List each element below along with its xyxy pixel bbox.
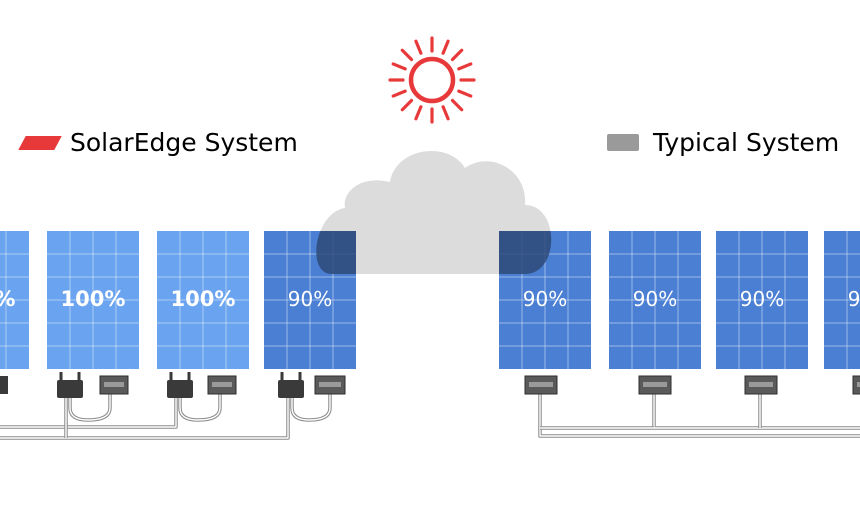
typical-junction-box-1 <box>524 375 558 395</box>
panel-output-label: 90% <box>740 287 784 311</box>
solaredge-junction-box-4 <box>314 375 346 395</box>
solaredge-string-wire-core <box>0 398 177 428</box>
sun-ray <box>441 39 450 55</box>
solaredge-panel-2: 100% <box>47 231 139 369</box>
sun-ray <box>400 48 414 62</box>
typical-panel-4: 90% <box>824 231 860 369</box>
junction-box-label <box>212 382 232 387</box>
sun-ray <box>400 98 414 112</box>
typical-junction-box-2 <box>638 375 672 395</box>
panel-output-label: 100% <box>171 287 236 311</box>
typical-panel-3: 90% <box>716 231 808 369</box>
panel-output-label: 90% <box>633 287 677 311</box>
optimizer-loop-cable-core <box>69 394 111 421</box>
solaredge-panel-1: 100% <box>0 231 29 369</box>
solaredge-string-wire-core <box>0 398 289 439</box>
typical-panel-2: 90% <box>609 231 701 369</box>
panel-body <box>609 231 701 369</box>
legend-solaredge-label: SolarEdge System <box>70 128 298 157</box>
sun-ray <box>457 62 473 71</box>
sun-disc <box>408 56 456 104</box>
legend-solaredge: SolarEdge System <box>18 128 298 157</box>
panel-body <box>716 231 808 369</box>
junction-box-label <box>529 382 553 387</box>
optimizer-body <box>167 380 193 398</box>
legend-typical-label: Typical System <box>653 128 840 157</box>
optimizer-loop-cable-core <box>291 394 331 421</box>
solaredge-swatch-icon <box>18 135 62 150</box>
cloud-icon <box>316 151 552 274</box>
panel-body <box>0 231 29 369</box>
typical-swatch-icon <box>607 134 639 151</box>
junction-box-label <box>857 382 860 387</box>
cloud-shape <box>316 151 552 274</box>
panel-body <box>824 231 860 369</box>
optimizer-body <box>57 380 83 398</box>
sun-icon <box>388 36 476 124</box>
solaredge-panel-3: 100% <box>157 231 249 369</box>
sun-ray <box>391 62 407 71</box>
junction-box-label <box>319 382 341 387</box>
typical-junction-box-4 <box>852 375 860 395</box>
solaredge-string-wire <box>0 398 178 429</box>
panel-output-label: 90% <box>848 287 860 311</box>
junction-box-body <box>852 375 860 395</box>
panel-output-label: 100% <box>61 287 126 311</box>
power-optimizer-1 <box>0 376 8 394</box>
typical-string-wire-core <box>539 392 860 437</box>
sun-ray <box>457 89 473 98</box>
panel-body <box>157 231 249 369</box>
solaredge-string-wire <box>0 398 290 440</box>
panel-body <box>47 231 139 369</box>
sun-ray <box>414 105 423 121</box>
junction-box-label <box>643 382 667 387</box>
typical-string-wire-core <box>653 392 860 429</box>
solaredge-junction-box-2 <box>99 375 129 395</box>
panel-output-label: 90% <box>288 287 332 311</box>
power-optimizer-4 <box>278 372 304 398</box>
legend-typical: Typical System <box>607 128 839 157</box>
sun-ray <box>441 105 450 121</box>
junction-box-label <box>104 382 124 387</box>
junction-box-label <box>749 382 773 387</box>
typical-junction-box-3 <box>744 375 778 395</box>
shaded-panel-overlap <box>316 231 356 274</box>
solaredge-junction-box-3 <box>207 375 237 395</box>
panel-output-label: 90% <box>523 287 567 311</box>
power-optimizer-3 <box>167 372 193 398</box>
sun-ray <box>414 39 423 55</box>
optimizer-loop-cable-core <box>179 394 221 421</box>
sun-ray <box>450 98 464 112</box>
sun-ray <box>391 89 407 98</box>
typical-string-wire <box>652 392 860 430</box>
sun-ray <box>450 48 464 62</box>
optimizer-body <box>278 380 304 398</box>
power-optimizer-2 <box>57 372 83 398</box>
panel-output-label: 100% <box>0 287 15 311</box>
